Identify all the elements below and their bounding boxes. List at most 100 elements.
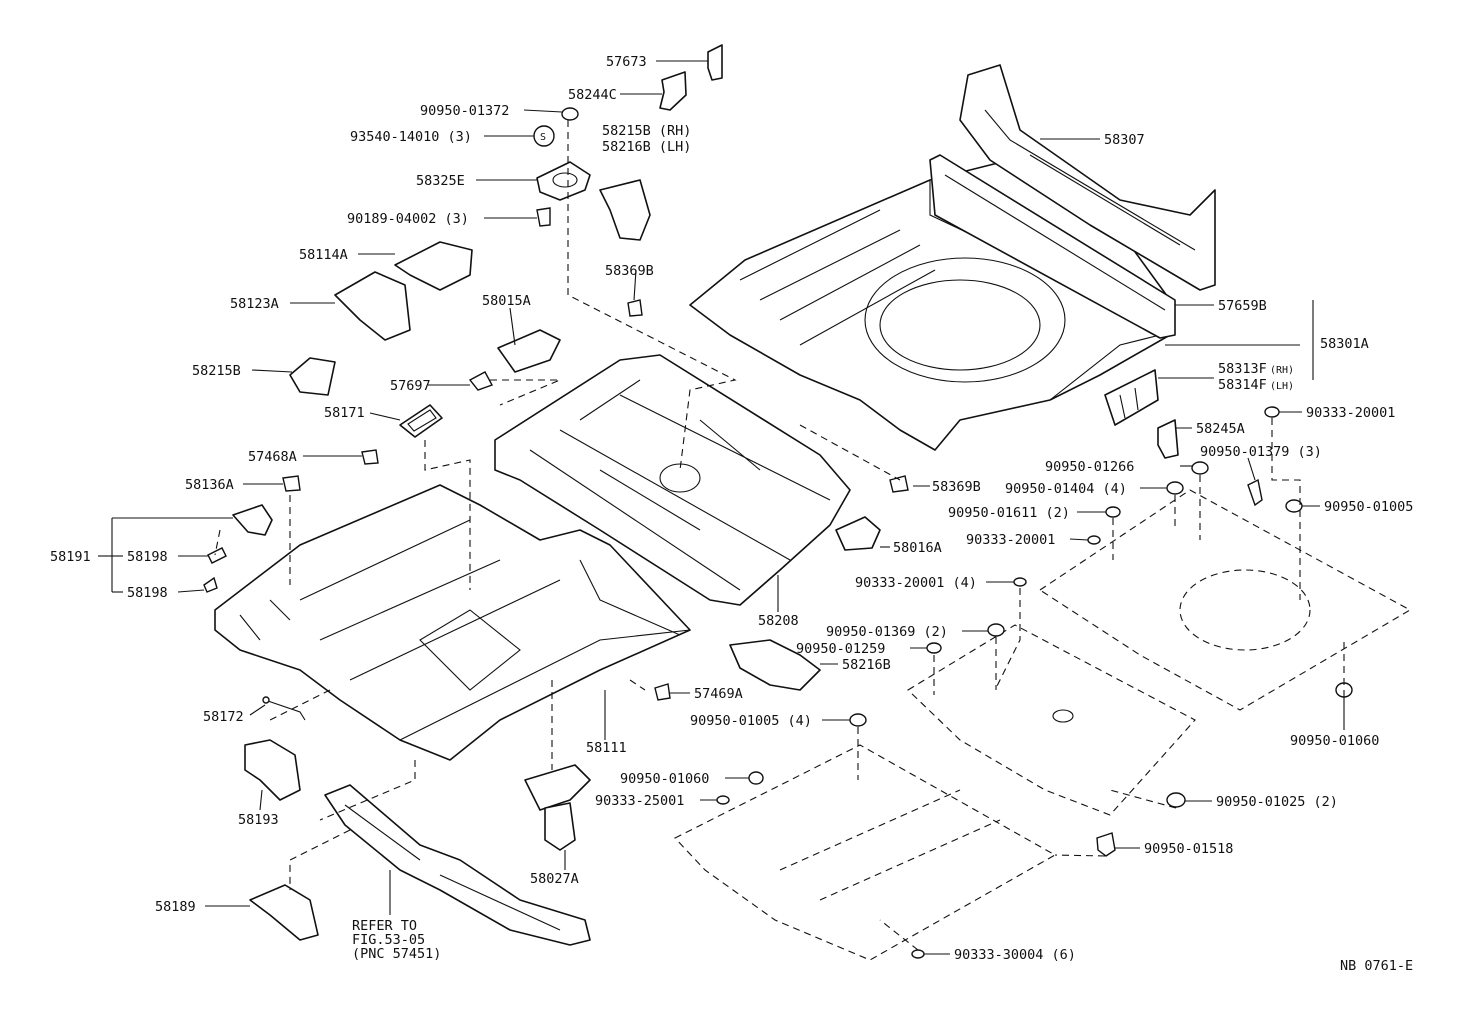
plug-90333-30004 (911, 949, 925, 959)
label-58193: 58193 (238, 812, 279, 828)
bracket-58244c (659, 71, 687, 111)
clip-57468a (361, 449, 379, 465)
pad-58015a (497, 329, 561, 373)
bracket-58215b-rh (599, 179, 651, 241)
label-90950-01060-l: 90950-01060 (620, 771, 709, 787)
label-58245a: 58245A (1196, 421, 1245, 437)
rear-cross-member-58307 (959, 64, 1216, 291)
label-58313f-side: (RH) (1270, 365, 1294, 376)
label-90950-01379: 90950-01379 (3) (1200, 444, 1322, 460)
diagram-id: NB 0761-E (1340, 958, 1413, 974)
support-58325e (536, 161, 591, 201)
plug-90950-01259 (926, 642, 942, 654)
label-58198-b: 58198 (127, 585, 168, 601)
label-58325e: 58325E (416, 173, 465, 189)
label-90333-20001-b: 90333-20001 (966, 532, 1055, 548)
label-57469a: 57469A (694, 686, 743, 702)
label-58369b-mid: 58369B (932, 479, 981, 495)
clip-58369b-mid (889, 475, 909, 493)
clip-57697 (468, 371, 494, 391)
label-90950-01518: 90950-01518 (1144, 841, 1233, 857)
label-90950-01060-r: 90950-01060 (1290, 733, 1379, 749)
label-90950-01259: 90950-01259 (796, 641, 885, 657)
label-58027a: 58027A (530, 871, 579, 887)
front-cross-member (324, 784, 591, 946)
plug-90950-01060-l (748, 771, 764, 785)
label-90950-01005-4: 90950-01005 (4) (690, 713, 812, 729)
silencer-sheet-rear (1038, 489, 1412, 711)
label-58198-a: 58198 (127, 549, 168, 565)
label-58189: 58189 (155, 899, 196, 915)
label-58313f: 58313F (1218, 361, 1267, 377)
silencer-sheet-front (674, 744, 1057, 961)
label-93540-14010: 93540-14010 (3) (350, 129, 472, 145)
label-58301a: 58301A (1320, 336, 1369, 352)
plug-90950-01611 (1105, 506, 1121, 518)
label-57673: 57673 (606, 54, 647, 70)
plug-90950-01372 (561, 107, 579, 121)
plug-90950-01404 (1166, 481, 1184, 495)
plug-90950-01266 (1191, 461, 1209, 475)
label-refer-pnc: (PNC 57451) (352, 946, 441, 962)
label-90333-25001: 90333-25001 (595, 793, 684, 809)
label-58215b-rh: 58215B (RH) (602, 123, 691, 139)
bracket-58245a (1157, 419, 1179, 459)
pad-58016a (835, 516, 881, 551)
label-58244c: 58244C (568, 87, 617, 103)
label-90333-20001-a: 90333-20001 (1306, 405, 1395, 421)
plug-90333-20001-a (1264, 406, 1280, 418)
label-58015a: 58015A (482, 293, 531, 309)
label-90950-01369: 90950-01369 (2) (826, 624, 948, 640)
label-90950-01404: 90950-01404 (4) (1005, 481, 1127, 497)
plug-58171 (399, 404, 443, 438)
label-58123a: 58123A (230, 296, 279, 312)
s-mark-circle: S (533, 125, 555, 147)
label-57659b: 57659B (1218, 298, 1267, 314)
bolt-90189-04002 (536, 207, 551, 227)
center-floor-pan-58208 (494, 354, 851, 606)
label-58216b-lh: 58216B (LH) (602, 139, 691, 155)
clip-57469a (654, 683, 671, 701)
reinforcement-58114a (394, 241, 473, 291)
bracket-58189 (249, 884, 319, 941)
clip-58369b-top (627, 299, 643, 317)
label-57468a: 57468A (248, 449, 297, 465)
label-58216b: 58216B (842, 657, 891, 673)
label-58314f-side: (LH) (1270, 381, 1294, 392)
label-90950-01372: 90950-01372 (420, 103, 509, 119)
rear-side-extension-58313f (1104, 369, 1159, 426)
s-mark-text: S (540, 132, 546, 143)
label-58114a: 58114A (299, 247, 348, 263)
bracket-58215b-left (289, 357, 336, 396)
label-58016a: 58016A (893, 540, 942, 556)
label-58369b-top: 58369B (605, 263, 654, 279)
label-90950-01611: 90950-01611 (2) (948, 505, 1070, 521)
label-refer-to: REFER TO (352, 918, 417, 934)
plug-90950-01379 (1247, 478, 1263, 507)
wire-58172 (262, 696, 306, 721)
bracket-58191 (203, 504, 273, 593)
label-58136a: 58136A (185, 477, 234, 493)
label-58171: 58171 (324, 405, 365, 421)
label-refer-fig: FIG.53-05 (352, 932, 425, 948)
label-58314f: 58314F (1218, 377, 1267, 393)
leader-lines (98, 60, 1345, 955)
label-90189-04002: 90189-04002 (3) (347, 211, 469, 227)
plug-90950-01369 (987, 623, 1005, 637)
label-90950-01266: 90950-01266 (1045, 459, 1134, 475)
reinforcement-58123a (334, 271, 411, 341)
plug-90333-20001-4 (1013, 577, 1027, 587)
label-90950-01025: 90950-01025 (2) (1216, 794, 1338, 810)
label-58307: 58307 (1104, 132, 1145, 148)
label-58172: 58172 (203, 709, 244, 725)
label-90333-20001-4: 90333-20001 (4) (855, 575, 977, 591)
bracket-58027a (524, 764, 591, 851)
front-floor-pan-58111 (214, 484, 691, 761)
label-58111: 58111 (586, 740, 627, 756)
label-57697: 57697 (390, 378, 431, 394)
clip-58136a (282, 475, 301, 492)
bracket-57673 (707, 44, 723, 81)
label-90950-01005-r: 90950-01005 (1324, 499, 1413, 515)
